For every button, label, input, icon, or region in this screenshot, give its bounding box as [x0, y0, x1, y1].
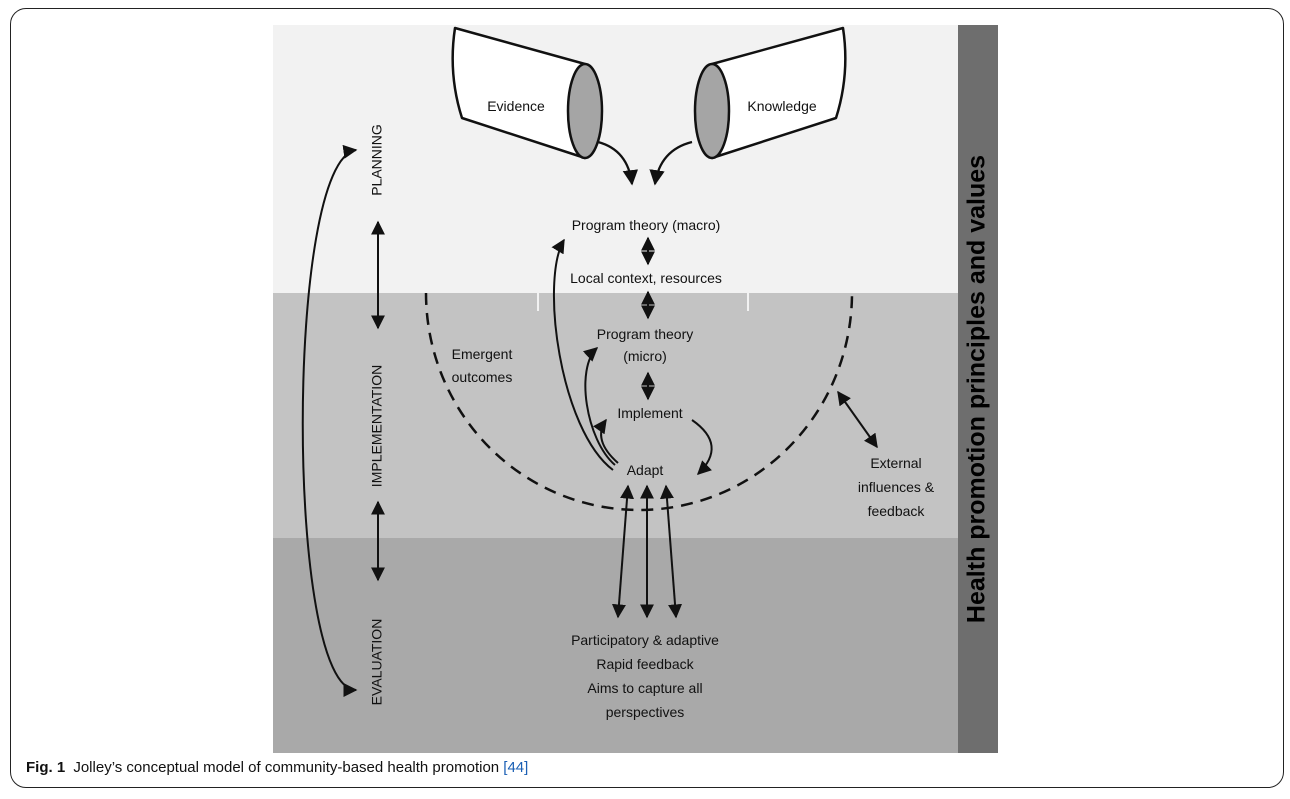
local-context-node: Local context, resources [570, 270, 722, 286]
community-boundary-dashed [424, 292, 854, 512]
evaluation-text-line3: Aims to capture all [587, 680, 702, 696]
side-banner-text: Health promotion principles and values [963, 155, 991, 623]
evidence-label: Evidence [487, 98, 545, 114]
external-influences-label-line1: External [870, 455, 921, 471]
figure-frame [10, 8, 1284, 788]
adapt-to-micro-arrow [582, 347, 616, 466]
adapt-node: Adapt [627, 462, 664, 478]
evidence-cup-icon [451, 26, 604, 160]
knowledge-label: Knowledge [747, 98, 816, 114]
figure-caption: Fig. 1 Jolley’s conceptual model of comm… [26, 759, 528, 776]
evaluation-text-line4: perspectives [606, 704, 685, 720]
implement-adapt-cycle-arrow [691, 419, 713, 475]
macro-theory-node: Program theory (macro) [572, 217, 721, 233]
knowledge-cup-icon [693, 26, 847, 160]
phase-implementation-label: IMPLEMENTATION [369, 365, 385, 487]
external-influences-label-line3: feedback [868, 503, 926, 519]
evidence-pour-arrow [597, 140, 639, 186]
planning-evaluation-loop-arrow [301, 144, 358, 697]
implement-node: Implement [617, 405, 682, 421]
external-influences-arrow [837, 390, 878, 449]
phase-evaluation-label: EVALUATION [369, 619, 385, 706]
adapt-evaluation-arrow-left [611, 484, 635, 619]
adapt-evaluation-arrow-right [659, 484, 683, 619]
external-influences-label-line2: influences & [858, 479, 935, 495]
citation-link[interactable]: [44] [503, 759, 529, 776]
evaluation-text-line1: Participatory & adaptive [571, 632, 719, 648]
figure-caption-text: Jolley’s conceptual model of community-b… [69, 759, 504, 776]
micro-theory-node-line1: Program theory [597, 326, 693, 342]
evaluation-text-line2: Rapid feedback [596, 656, 694, 672]
emergent-outcomes-label-line1: Emergent [452, 346, 513, 362]
adapt-to-macro-arrow [551, 238, 614, 471]
figure-caption-label: Fig. 1 [26, 759, 66, 776]
knowledge-pour-arrow [649, 140, 693, 186]
adapt-implement-cycle-arrow [593, 418, 619, 464]
micro-theory-node-line2: (micro) [623, 348, 667, 364]
phase-planning-label: PLANNING [369, 124, 385, 196]
emergent-outcomes-label-line2: outcomes [452, 369, 513, 385]
side-bar [958, 25, 998, 753]
